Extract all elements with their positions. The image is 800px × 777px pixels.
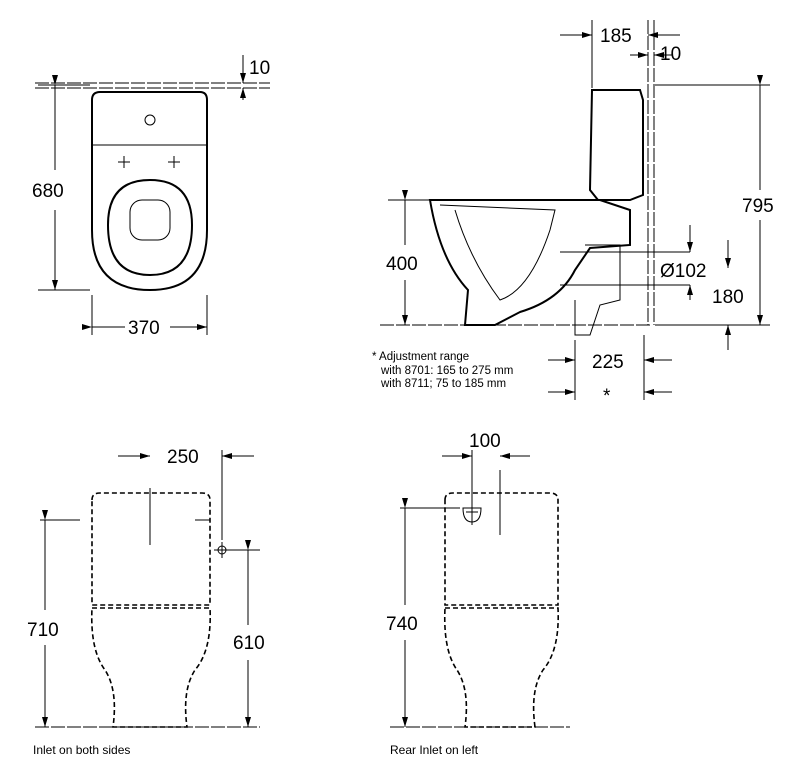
adjustment-note-line1: with 8701: 165 to 275 mm xyxy=(380,365,513,377)
dim-10-top: 10 xyxy=(249,58,270,79)
bowl-outline xyxy=(428,199,631,326)
dim-400: 400 xyxy=(386,254,418,275)
dim-680: 680 xyxy=(32,181,64,202)
dim-610: 610 xyxy=(233,633,265,654)
outlet-pipe xyxy=(574,244,621,336)
caption-rear-inlet-left: Rear Inlet on left xyxy=(390,743,479,757)
asterisk-mark: * xyxy=(603,386,611,407)
top-view: 680 370 10 xyxy=(32,55,270,339)
dim-185: 185 xyxy=(600,26,632,47)
toilet-outline-top xyxy=(91,91,208,292)
adjustment-note-line2: with 8711; 75 to 185 mm xyxy=(380,378,506,390)
dim-370: 370 xyxy=(128,318,160,339)
dim-180: 180 xyxy=(712,287,744,308)
dim-250: 250 xyxy=(167,447,199,468)
front-view-both-sides: 250 710 610 Inlet on both sides xyxy=(27,447,265,757)
fixing-crosshair-icon xyxy=(118,156,180,168)
cistern-outline xyxy=(588,89,644,201)
bowl-inner xyxy=(439,204,556,301)
adjustment-note-title: * Adjustment range xyxy=(372,351,469,363)
dim-225: 225 xyxy=(592,352,624,373)
dim-710: 710 xyxy=(27,620,59,641)
dim-795: 795 xyxy=(742,196,774,217)
flush-button-icon xyxy=(144,114,156,126)
bowl-opening xyxy=(129,199,171,241)
caption-inlet-both-sides: Inlet on both sides xyxy=(33,743,130,757)
dim-100: 100 xyxy=(469,431,501,452)
inlet-crosshair-icon xyxy=(214,542,230,558)
side-view: 400 795 185 10 Ø102 180 225 * * Adjustme… xyxy=(372,20,774,407)
dim-10-side: 10 xyxy=(660,44,681,65)
seat-outline xyxy=(106,178,194,277)
rear-inlet-crosshair-icon xyxy=(462,506,482,523)
cistern-outline-dashed xyxy=(444,492,559,606)
front-view-rear-inlet: 100 740 Rear Inlet on left xyxy=(386,431,570,757)
bowl-outline-dashed xyxy=(443,607,560,728)
bowl-outline-dashed xyxy=(90,607,212,728)
dim-740: 740 xyxy=(386,614,418,635)
cistern-outline-dashed xyxy=(91,492,211,606)
dim-diameter-102: Ø102 xyxy=(660,261,706,282)
